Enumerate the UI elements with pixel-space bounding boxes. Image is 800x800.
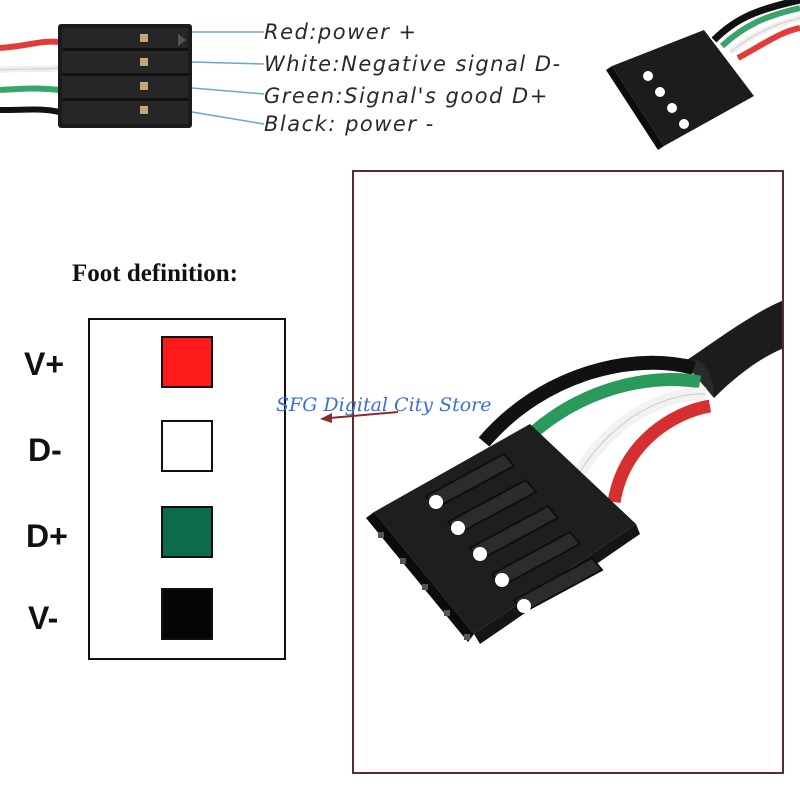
pin-definition-table: V+ D- D+ V- bbox=[24, 318, 286, 660]
pin-label: D+ bbox=[26, 518, 68, 554]
watermark-text: SFG Digital City Store bbox=[276, 394, 492, 416]
pin-row-d-plus: D+ bbox=[26, 504, 284, 564]
pin-row-v-minus: V- bbox=[28, 586, 284, 646]
pin-row-v-plus: V+ bbox=[24, 334, 284, 394]
red-swatch bbox=[161, 336, 213, 388]
pin-row-d-minus: D- bbox=[28, 418, 284, 478]
white-swatch bbox=[161, 420, 213, 472]
foot-definition-title: Foot definition: bbox=[72, 260, 238, 287]
pin-label: V+ bbox=[24, 346, 65, 382]
label-leader-lines bbox=[191, 31, 265, 125]
green-swatch bbox=[161, 506, 213, 558]
pin-label: D- bbox=[28, 432, 62, 468]
label-green-wire: Green:Signal's good D+ bbox=[264, 84, 549, 108]
label-red-wire: Red:power + bbox=[264, 20, 418, 44]
pointer-arrow-icon bbox=[320, 411, 398, 423]
connector-top-right-icon bbox=[606, 0, 800, 150]
photo-frame bbox=[352, 170, 784, 774]
connector-top-left-icon bbox=[0, 24, 192, 128]
label-black-wire: Black: power - bbox=[264, 112, 435, 136]
black-swatch bbox=[161, 588, 213, 640]
connector-photo-closeup-icon bbox=[366, 300, 782, 644]
pin-label: V- bbox=[28, 600, 59, 636]
label-white-wire: White:Negative signal D- bbox=[264, 52, 562, 76]
